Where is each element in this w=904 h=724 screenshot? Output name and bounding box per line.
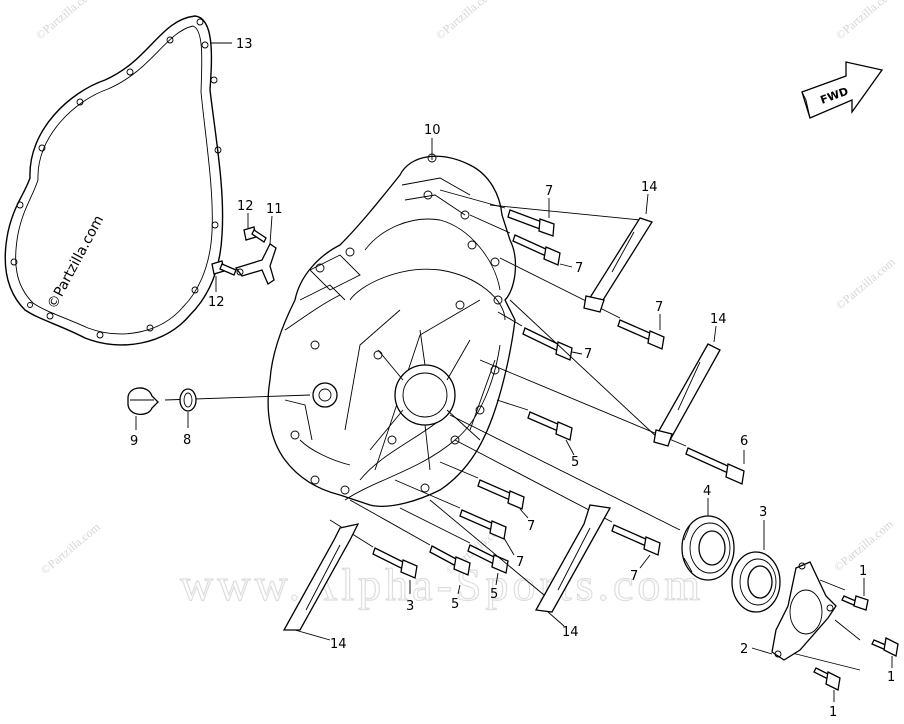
callout-1: 1 bbox=[887, 670, 895, 685]
cover-bosses bbox=[290, 153, 503, 495]
bolt-12-upper: 12 bbox=[237, 199, 267, 243]
callout-13: 13 bbox=[236, 37, 253, 52]
bearing-4: 4 bbox=[681, 484, 735, 581]
gasket-bolt-holes bbox=[10, 18, 222, 339]
callout-7: 3 bbox=[406, 599, 414, 614]
assembly-leader-lines bbox=[164, 189, 861, 671]
watermark-partzilla: ©Partzilla.com bbox=[833, 0, 898, 42]
callout-3: 3 bbox=[759, 505, 767, 520]
callout-7: 7 bbox=[527, 519, 535, 534]
watermark-partzilla: ©Partzilla.com bbox=[833, 254, 898, 312]
callout-11: 11 bbox=[266, 202, 283, 217]
retainer-plate-2: 2 bbox=[740, 561, 837, 661]
callout-1: 1 bbox=[859, 564, 867, 579]
watermark-alpha-sports: www.Alpha-Sports.com bbox=[180, 559, 704, 610]
callout-7: 7 bbox=[516, 555, 524, 570]
drain-plug-9: 9 bbox=[127, 387, 159, 449]
callout-7: 7 bbox=[655, 300, 663, 315]
watermark-partzilla: ©Partzilla.com bbox=[433, 0, 498, 42]
crankcase-cover-10: 10 bbox=[267, 123, 517, 507]
callout-12: 12 bbox=[208, 295, 225, 310]
hose-clamps-14: 14 14 14 14 bbox=[282, 180, 727, 652]
oil-seal-3: 3 bbox=[731, 505, 781, 613]
callout-7: 7 bbox=[584, 347, 592, 362]
callout-6: 6 bbox=[740, 434, 748, 449]
callout-7: 7 bbox=[545, 184, 553, 199]
callout-14: 14 bbox=[562, 625, 579, 640]
callout-1: 1 bbox=[829, 705, 837, 720]
callout-9: 9 bbox=[130, 434, 138, 449]
callout-5: 5 bbox=[451, 597, 459, 612]
callout-2: 2 bbox=[740, 642, 748, 657]
callout-4: 4 bbox=[703, 484, 711, 499]
forward-arrow-icon: FWD bbox=[801, 61, 884, 119]
callout-7: 7 bbox=[575, 261, 583, 276]
callout-12: 12 bbox=[237, 199, 254, 214]
callout-10: 10 bbox=[424, 123, 441, 138]
screws-1: 1 1 1 bbox=[813, 564, 899, 720]
watermark-partzilla: ©Partzilla.com bbox=[33, 0, 98, 42]
callout-7: 7 bbox=[630, 569, 638, 584]
o-ring-8: 8 bbox=[179, 388, 197, 448]
gasket-13: 13 bbox=[4, 15, 253, 346]
bracket-11: 11 bbox=[234, 202, 283, 285]
callout-14: 14 bbox=[710, 312, 727, 327]
callout-14: 14 bbox=[330, 637, 347, 652]
bolts: 7 7 7 7 5 6 7 7 bbox=[372, 184, 748, 614]
callout-5: 5 bbox=[490, 587, 498, 602]
watermark-partzilla-gasket: ©Partzilla.com bbox=[44, 213, 107, 312]
callout-5: 5 bbox=[571, 455, 579, 470]
bolt-12-lower: 12 bbox=[208, 260, 237, 310]
callout-14: 14 bbox=[641, 180, 658, 195]
watermark-partzilla: ©Partzilla.com bbox=[38, 519, 103, 577]
callout-8: 8 bbox=[183, 433, 191, 448]
